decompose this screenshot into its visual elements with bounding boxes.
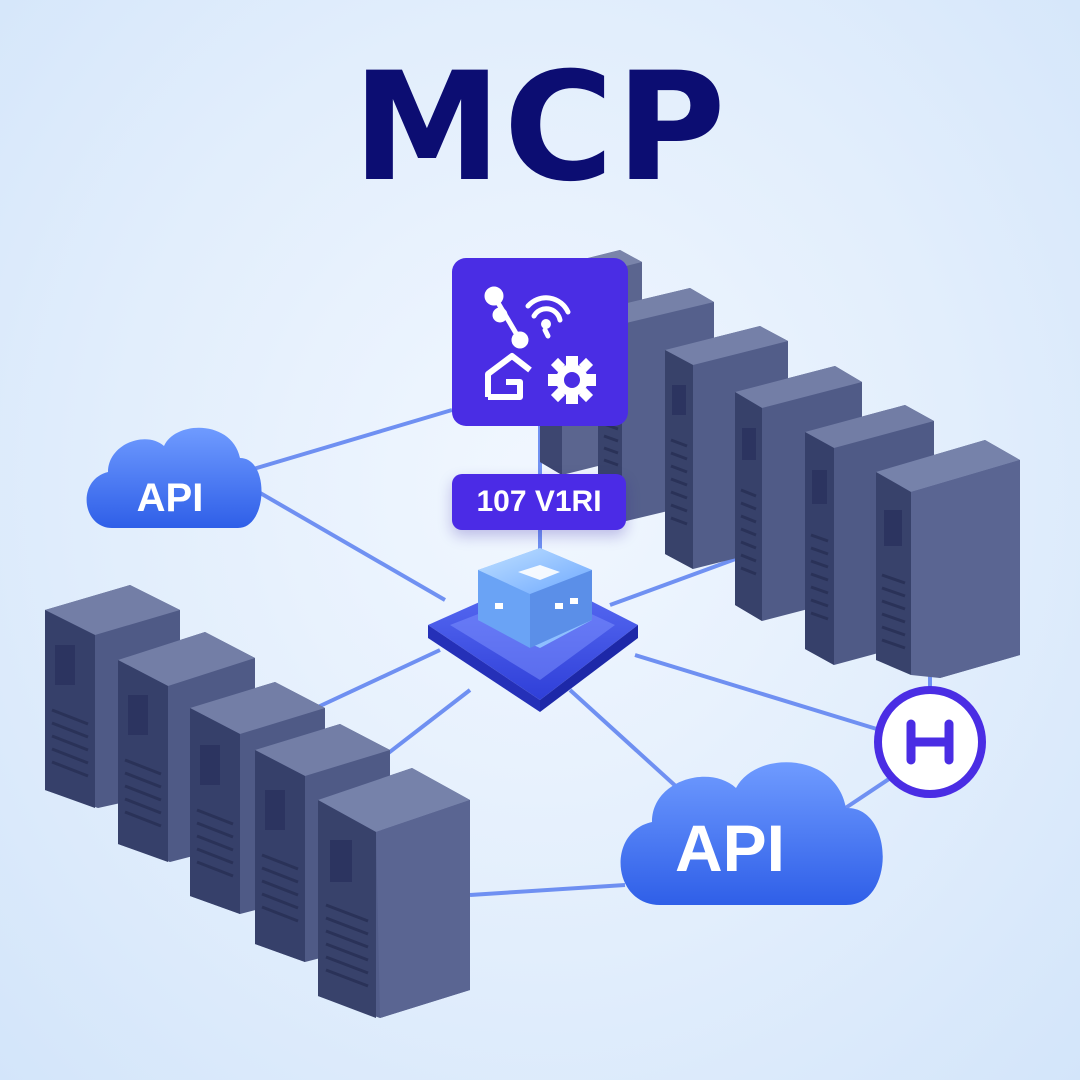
home-icon	[485, 353, 532, 400]
h-letter-icon	[906, 719, 954, 765]
link-hub-api-right	[568, 688, 682, 792]
api-label-left: API	[136, 476, 204, 520]
page-title: MCP	[352, 41, 728, 215]
link-api-left-hub	[253, 488, 447, 602]
link-hub-h-badge	[634, 653, 881, 732]
h-connector-badge	[874, 686, 986, 798]
hub-control-badge	[452, 258, 628, 426]
link-api-left-badge	[249, 408, 453, 472]
api-cloud-right	[620, 762, 883, 905]
version-label: 107 V1RI	[452, 474, 626, 530]
central-hub	[428, 548, 638, 712]
server-unit	[318, 768, 470, 1018]
wifi-signal-icon	[525, 295, 571, 339]
server-unit	[876, 440, 1020, 678]
link-rack-left-api-right	[469, 883, 626, 897]
server-rack-left	[45, 585, 470, 1018]
network-nodes-icon	[484, 286, 529, 349]
gear-icon	[548, 356, 596, 404]
api-label-right: API	[674, 811, 786, 885]
api-cloud-left	[86, 427, 262, 528]
